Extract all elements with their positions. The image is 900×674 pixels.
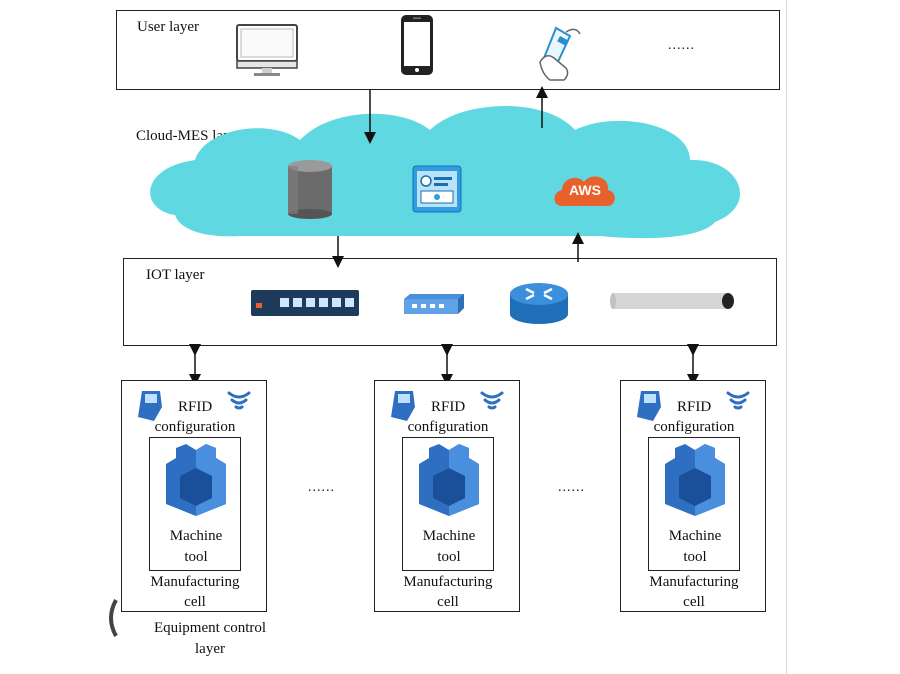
machine-tool-box: Machine tool [648, 437, 740, 571]
machine-label-line2: tool [437, 549, 461, 565]
machine-label-line1: Machine [668, 528, 722, 544]
machine-tool-icon [419, 444, 479, 516]
router-icon [510, 283, 568, 324]
user-layer-title: User layer [137, 19, 200, 35]
wireless-signal-icon [227, 391, 251, 410]
manufacturing-cell-label-line2: cell [184, 594, 206, 610]
machine-label-line2: tool [184, 549, 208, 565]
manufacturing-cell-label-line1: Manufacturing [403, 574, 493, 590]
mes-application-icon [412, 165, 462, 213]
manufacturing-cell-1: RFID configuration Machine tool Manufact… [121, 380, 267, 612]
equipment-control-layer-line1: Equipment control [153, 620, 267, 636]
machine-tool-box: Machine tool [149, 437, 241, 571]
manufacturing-cell-label-line2: cell [683, 594, 705, 610]
machine-tool-icon [665, 444, 725, 516]
manufacturing-cell-label-line1: Manufacturing [150, 574, 240, 590]
wireless-signal-icon [726, 391, 750, 410]
desktop-monitor-icon [236, 24, 298, 76]
manufacturing-cell-2: RFID configuration Machine tool Manufact… [374, 380, 520, 612]
handheld-tablet-icon [539, 26, 581, 81]
rfid-configuration-label: configuration [653, 419, 735, 435]
user-layer-box: User layer [116, 10, 780, 90]
rfid-reader-icon [138, 391, 162, 421]
left-edge-bracket [109, 599, 118, 637]
database-server-icon [288, 160, 332, 219]
equipment-control-layer-line2: layer [195, 641, 225, 657]
manufacturing-cell-3: RFID configuration Machine tool Manufact… [620, 380, 766, 612]
network-hub-icon [404, 294, 464, 314]
aws-label: AWS [569, 182, 601, 198]
page-edge-line [786, 0, 787, 674]
rfid-reader-icon [637, 391, 661, 421]
aws-cloud-icon [554, 176, 615, 206]
rfid-label: RFID [431, 399, 466, 415]
rfid-configuration-label: configuration [154, 419, 236, 435]
rfid-label: RFID [178, 399, 213, 415]
smartphone-icon [401, 15, 433, 75]
rfid-reader-icon [391, 391, 415, 421]
manufacturing-cell-label-line2: cell [437, 594, 459, 610]
iot-layer-title: IOT layer [146, 267, 205, 283]
cells-ellipsis-1: ...... [308, 480, 335, 495]
machine-tool-box: Machine tool [402, 437, 494, 571]
machine-label-line1: Machine [422, 528, 476, 544]
wireless-signal-icon [480, 391, 504, 410]
rfid-label: RFID [677, 399, 712, 415]
network-cable-icon [610, 293, 734, 309]
manufacturing-cell-label-line1: Manufacturing [649, 574, 739, 590]
user-devices-ellipsis: ...... [668, 38, 695, 53]
rfid-configuration-label: configuration [407, 419, 489, 435]
machine-tool-icon [166, 444, 226, 516]
machine-label-line1: Machine [169, 528, 223, 544]
cells-ellipsis-2: ...... [558, 480, 585, 495]
network-switch-icon [251, 290, 359, 316]
machine-label-line2: tool [683, 549, 707, 565]
